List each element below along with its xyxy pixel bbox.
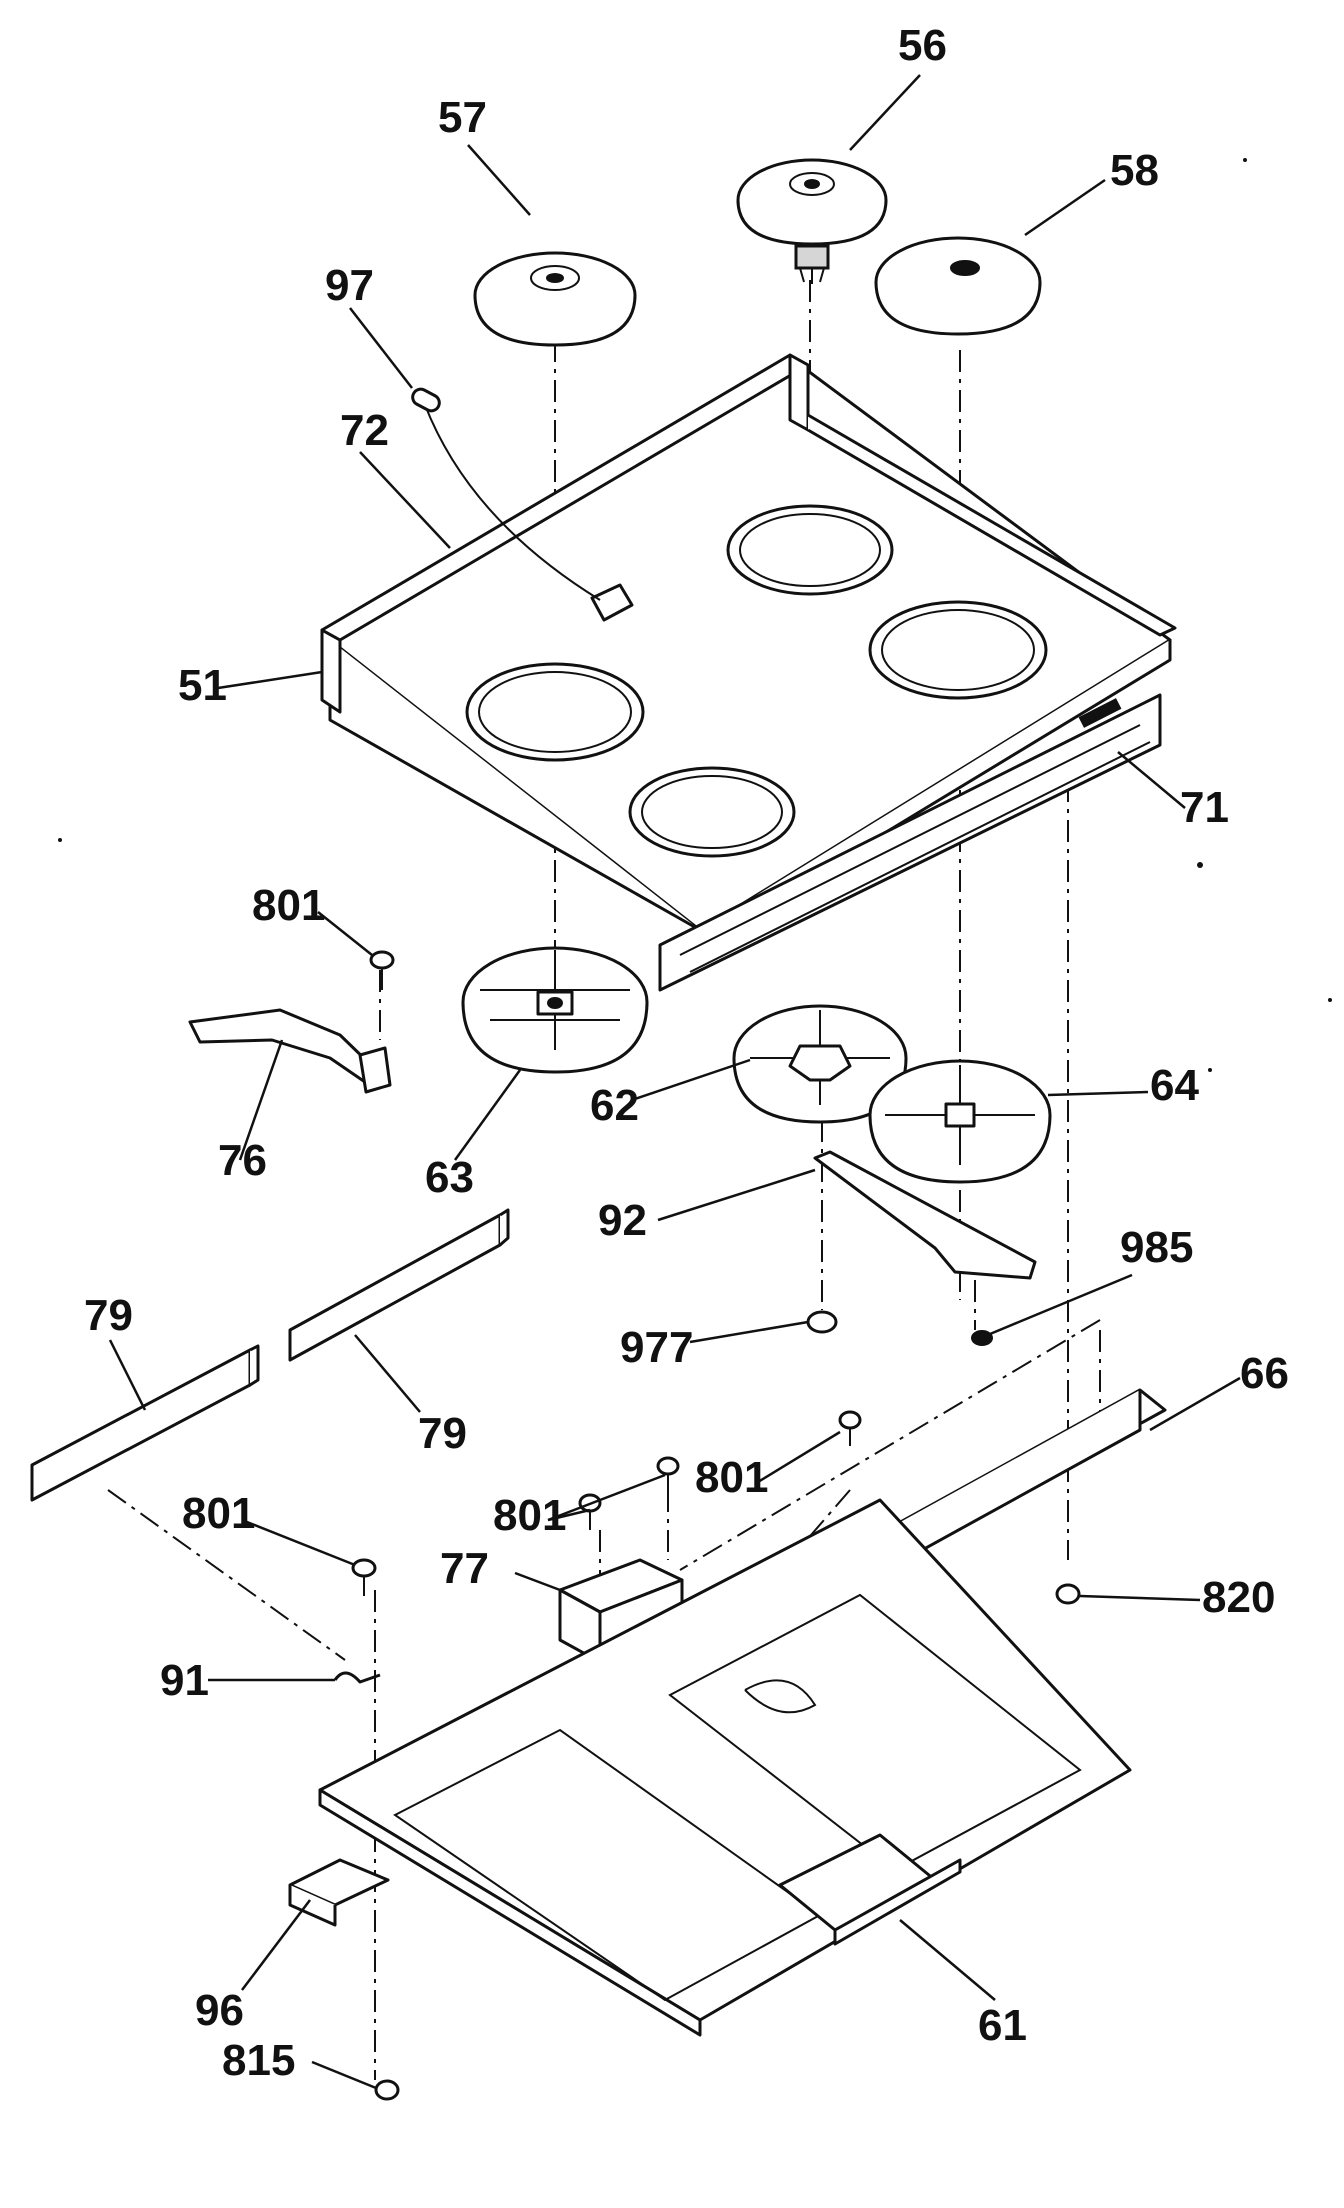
- leaders: [108, 74, 1241, 2090]
- callout-57: 57: [438, 93, 487, 142]
- callout-92: 92: [598, 1196, 647, 1245]
- wire-harness-76: [188, 1008, 392, 1094]
- screw-815: [374, 2079, 400, 2101]
- callout-63: 63: [425, 1153, 474, 1202]
- drip-pan-62: [732, 1004, 908, 1124]
- callout-61: 61: [978, 2001, 1027, 2050]
- grommet-977: [806, 1310, 838, 1334]
- callout-77: 77: [440, 1544, 489, 1593]
- callout-79-right: 79: [418, 1409, 467, 1458]
- screw-820: [1055, 1583, 1081, 1605]
- callout-64: 64: [1150, 1061, 1199, 1110]
- callout-801-left: 801: [182, 1489, 255, 1538]
- callout-58: 58: [1110, 146, 1159, 195]
- callout-79-left: 79: [84, 1291, 133, 1340]
- screw-801-left: [351, 1558, 377, 1596]
- lamp-97: [411, 387, 441, 413]
- callout-977: 977: [620, 1323, 693, 1372]
- callout-91: 91: [160, 1656, 209, 1705]
- callout-71: 71: [1180, 783, 1229, 832]
- clip-91: [333, 1671, 381, 1684]
- trim-strip-79-right: [288, 1208, 510, 1362]
- surface-unit-58: [874, 236, 1042, 336]
- callout-76: 76: [218, 1136, 267, 1185]
- callout-801-top: 801: [252, 881, 325, 930]
- drip-pan-63: [461, 946, 649, 1074]
- bottom-pan-61: [318, 1498, 1132, 2037]
- trim-strip-79-left: [30, 1344, 260, 1502]
- callout-66: 66: [1240, 1349, 1289, 1398]
- callout-97: 97: [325, 261, 374, 310]
- screw-801-77b: [656, 1456, 680, 1492]
- callout-51: 51: [178, 661, 227, 710]
- callout-801-center: 801: [493, 1491, 566, 1540]
- screw-801-rear: [838, 1410, 862, 1446]
- callout-820: 820: [1202, 1573, 1275, 1622]
- bracket-96: [288, 1858, 390, 1927]
- surface-unit-57: [473, 251, 637, 347]
- cooktop-main-top: [320, 353, 1177, 992]
- callout-985: 985: [1120, 1223, 1193, 1272]
- screw-801-top: [369, 950, 395, 990]
- callout-56: 56: [898, 21, 947, 70]
- callout-815: 815: [222, 2036, 295, 2085]
- callout-72: 72: [340, 406, 389, 455]
- drip-pan-64: [868, 1059, 1052, 1184]
- surface-unit-56: [736, 158, 888, 284]
- callout-801-right: 801: [695, 1453, 768, 1502]
- grommet-985: [971, 1330, 993, 1346]
- speckles: [58, 158, 1332, 1072]
- callout-62: 62: [590, 1081, 639, 1130]
- bracket-92: [813, 1150, 1037, 1280]
- callout-labels: 57 56 58 97 72 51 71 801 76 63 62 64 92 …: [84, 21, 1289, 2085]
- callout-96: 96: [195, 1986, 244, 2035]
